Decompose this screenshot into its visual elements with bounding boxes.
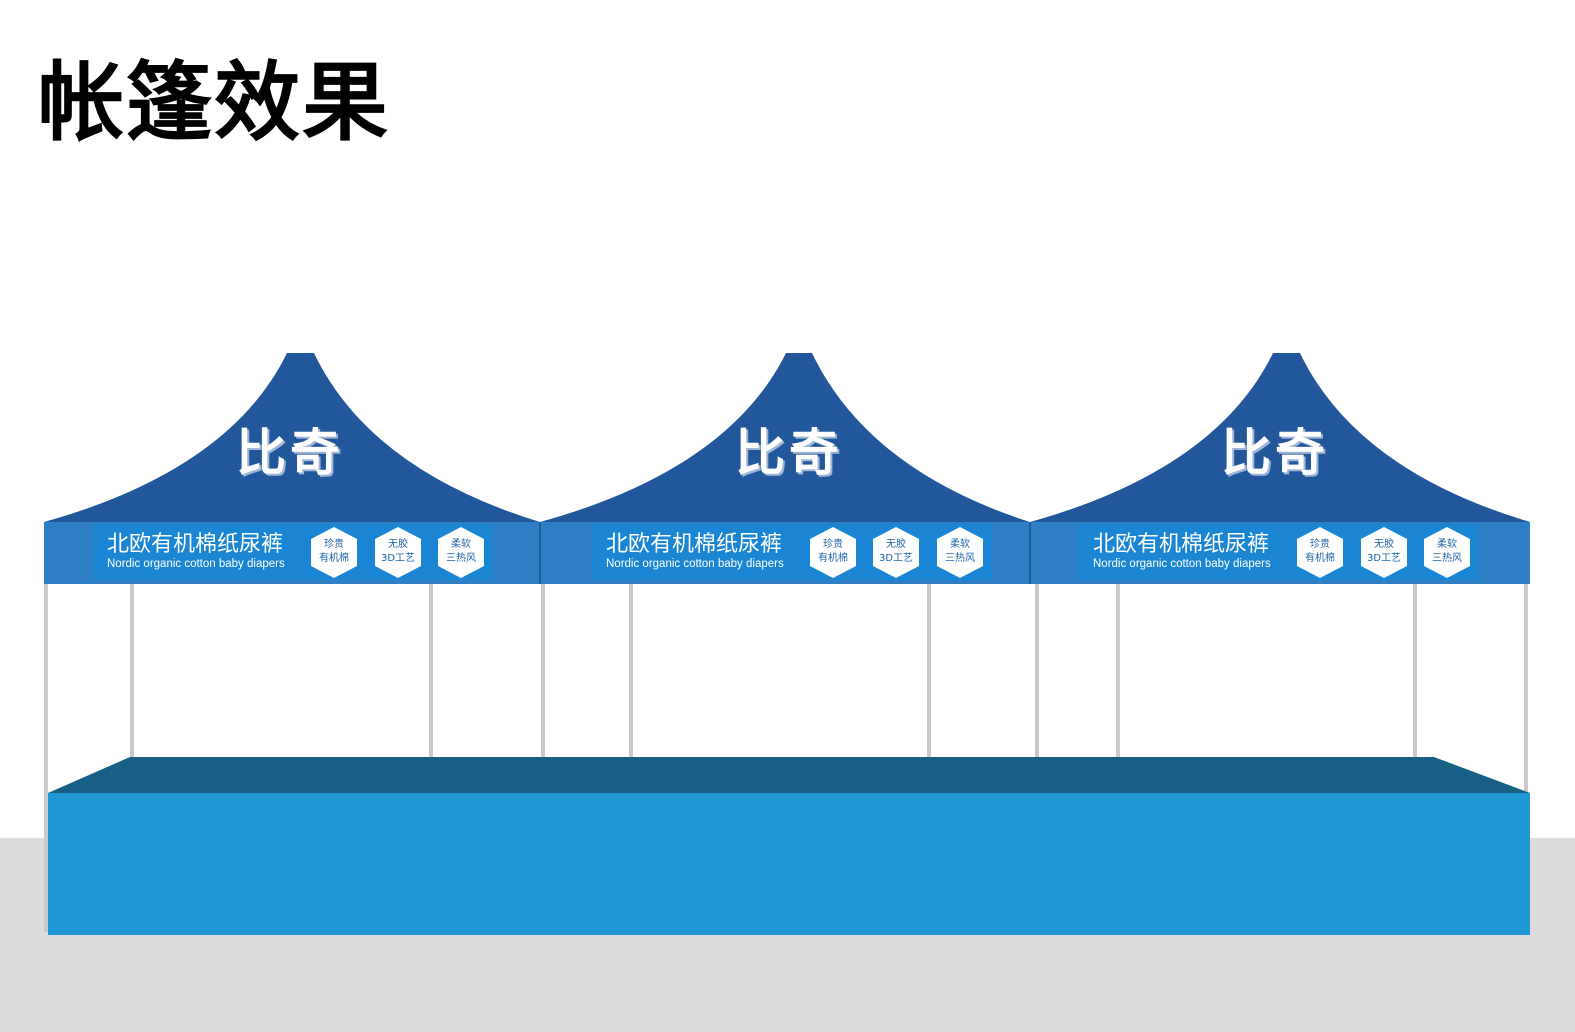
tent-1: [44, 353, 540, 584]
slogan-en: Nordic organic cotton baby diapers: [1093, 558, 1271, 570]
badge-hex-1: [810, 527, 856, 578]
badge-hex-3: [1424, 527, 1470, 578]
badge-hex-1: [1297, 527, 1343, 578]
tent-roof: [44, 353, 540, 522]
badge-label: 珍贵有机棉: [818, 539, 848, 564]
tent-3: [1030, 353, 1530, 584]
badge-label: 珍贵有机棉: [1305, 539, 1335, 564]
badge-label: 柔软三热风: [446, 539, 476, 564]
slogan-cn: 北欧有机棉纸尿裤: [107, 532, 284, 557]
badge-hex-3: [937, 527, 983, 578]
slogan-cn: 北欧有机棉纸尿裤: [1093, 532, 1270, 557]
badge-label: 珍贵有机棉: [319, 539, 349, 564]
brand-logo: 比奇: [1221, 424, 1329, 482]
tent-roof: [540, 353, 1030, 522]
valance-banner: [592, 524, 992, 580]
brand-logo: 比奇: [735, 424, 843, 482]
badge-label: 柔软三热风: [1432, 539, 1462, 564]
badge-hex-3: [438, 527, 484, 578]
valance-banner: [93, 524, 493, 580]
slogan-en: Nordic organic cotton baby diapers: [606, 558, 784, 570]
valance-banner: [1078, 524, 1478, 580]
badge-hex-2: [873, 527, 919, 578]
sidewall-top: [48, 757, 1530, 793]
badge-label: 柔软三热风: [945, 539, 975, 564]
badge-hex-2: [375, 527, 421, 578]
tent-roof: [1030, 353, 1530, 522]
sidewall-front: [48, 793, 1530, 935]
slogan-cn: 北欧有机棉纸尿裤: [606, 532, 783, 557]
badge-hex-2: [1361, 527, 1407, 578]
brand-logo: 比奇: [236, 424, 344, 482]
slogan-en: Nordic organic cotton baby diapers: [107, 558, 285, 570]
tent-2: [540, 353, 1030, 584]
badge-hex-1: [311, 527, 357, 578]
page-title: 帐篷效果: [38, 53, 390, 153]
